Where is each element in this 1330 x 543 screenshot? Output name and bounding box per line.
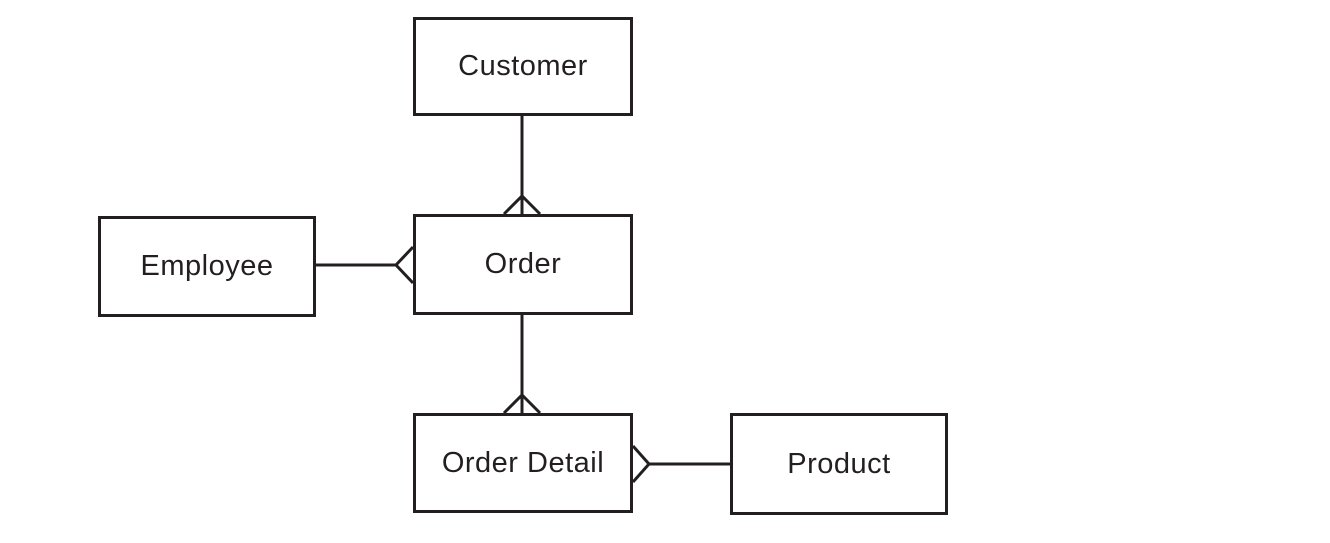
entity-product: Product: [730, 413, 948, 515]
connector-employee-order: [316, 245, 415, 285]
crow-foot-orderdetail-top-icon: [502, 392, 542, 415]
connector-orderdetail-product: [631, 445, 730, 483]
entity-employee: Employee: [98, 216, 316, 317]
entity-order-label: Order: [484, 248, 562, 280]
entity-employee-label: Employee: [140, 250, 274, 282]
entity-customer-label: Customer: [458, 50, 588, 82]
crow-foot-order-left-icon: [393, 245, 415, 285]
connector-customer-order: [502, 116, 542, 216]
entity-customer: Customer: [413, 17, 633, 116]
entity-order: Order: [413, 214, 633, 315]
crow-foot-order-top-icon: [502, 193, 542, 216]
entity-order-detail: Order Detail: [413, 413, 633, 513]
entity-product-label: Product: [787, 447, 891, 480]
crow-foot-orderdetail-right-icon: [631, 445, 652, 483]
entity-order-detail-label: Order Detail: [441, 446, 605, 479]
connector-order-orderdetail: [502, 315, 542, 415]
